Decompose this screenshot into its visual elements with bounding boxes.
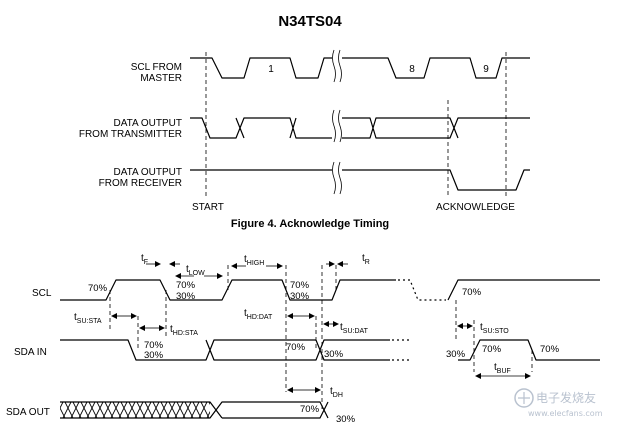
scl-fall-70-label: 70%: [176, 280, 196, 291]
thddat-label: tHD:DAT: [244, 308, 273, 321]
sda-out-undefined-region: [60, 402, 210, 418]
tx-output-label-line2: FROM TRANSMITTER: [79, 129, 182, 140]
sda-out-waveform: [60, 401, 329, 419]
thdsta-label: tHD:STA: [170, 324, 198, 337]
acknowledge-label: ACKNOWLEDGE: [436, 202, 515, 213]
tlow-label: tLOW: [186, 264, 205, 277]
acknowledge-timing-figure: SCL FROM MASTER DATA OUTPUT FROM TRANSMI…: [79, 49, 530, 230]
sda-70-label-4: 70%: [540, 344, 560, 355]
rx-output-label-line1: DATA OUTPUT: [113, 167, 182, 178]
sda-30-label-2: 30%: [324, 349, 344, 360]
sda-out-label: SDA OUT: [6, 407, 50, 418]
sda-in-waveform: [60, 339, 390, 361]
scl-from-master-label-line1: SCL FROM: [131, 62, 182, 73]
tf-label: tF: [141, 253, 148, 266]
sda-in-waveform-end: [458, 339, 600, 361]
sdaout-30-label: 30%: [336, 414, 356, 425]
scl-waveform-end: [447, 279, 600, 301]
tdh-label: tDH: [330, 386, 343, 399]
diagram-title: N34TS04: [278, 13, 342, 30]
bus-timing-figure: SCL SDA IN SDA OUT 70% 70% 30% 70% 30% 7…: [6, 253, 600, 425]
clock-pulse-9-label: 9: [483, 64, 489, 75]
time-break-marks: [332, 49, 342, 195]
sda-30-label-3: 30%: [446, 349, 466, 360]
watermark-logo: 电子发烧友 www.elecfans.com: [514, 388, 603, 418]
scl-from-master-label-line2: MASTER: [140, 73, 182, 84]
scl-70-label-3: 70%: [462, 287, 482, 298]
receiver-data-waveform: [190, 169, 530, 191]
clock-pulse-1-label: 1: [268, 64, 274, 75]
scl-master-waveform: [190, 57, 530, 79]
sda-in-waveform-continuation: [392, 339, 410, 361]
tx-output-label-line1: DATA OUTPUT: [113, 118, 182, 129]
scl-waveform: [60, 279, 396, 301]
watermark-text: 电子发烧友: [536, 390, 596, 405]
scl-label: SCL: [32, 288, 52, 299]
figure-4-caption: Figure 4. Acknowledge Timing: [231, 218, 389, 230]
start-label: START: [192, 202, 224, 213]
scl-70-label: 70%: [88, 283, 108, 294]
sda-70-label-2: 70%: [286, 342, 306, 353]
scl-30-label-2: 30%: [290, 291, 310, 302]
thigh-label: tHIGH: [244, 254, 264, 267]
timing-arrows: [111, 261, 531, 393]
scl-fall-30-label: 30%: [176, 291, 196, 302]
tsudat-label: tSU:DAT: [340, 322, 369, 335]
scl-70-label-2: 70%: [290, 280, 310, 291]
sda-30-label: 30%: [144, 350, 164, 361]
tsusto-label: tSU:STO: [480, 322, 509, 335]
sdaout-70-label: 70%: [300, 404, 320, 415]
transmitter-data-waveform: [190, 117, 530, 139]
tr-label: tR: [362, 253, 370, 266]
watermark-url: www.elecfans.com: [528, 409, 603, 418]
tsusta-label: tSU:STA: [74, 312, 102, 325]
sda-in-label: SDA IN: [14, 347, 47, 358]
scl-waveform-continuation: [398, 279, 446, 301]
tbuf-label: tBUF: [494, 362, 511, 375]
sda-70-label-3: 70%: [482, 344, 502, 355]
clock-pulse-8-label: 8: [409, 64, 415, 75]
sda-70-label: 70%: [144, 340, 164, 351]
rx-output-label-line2: FROM RECEIVER: [99, 178, 182, 189]
